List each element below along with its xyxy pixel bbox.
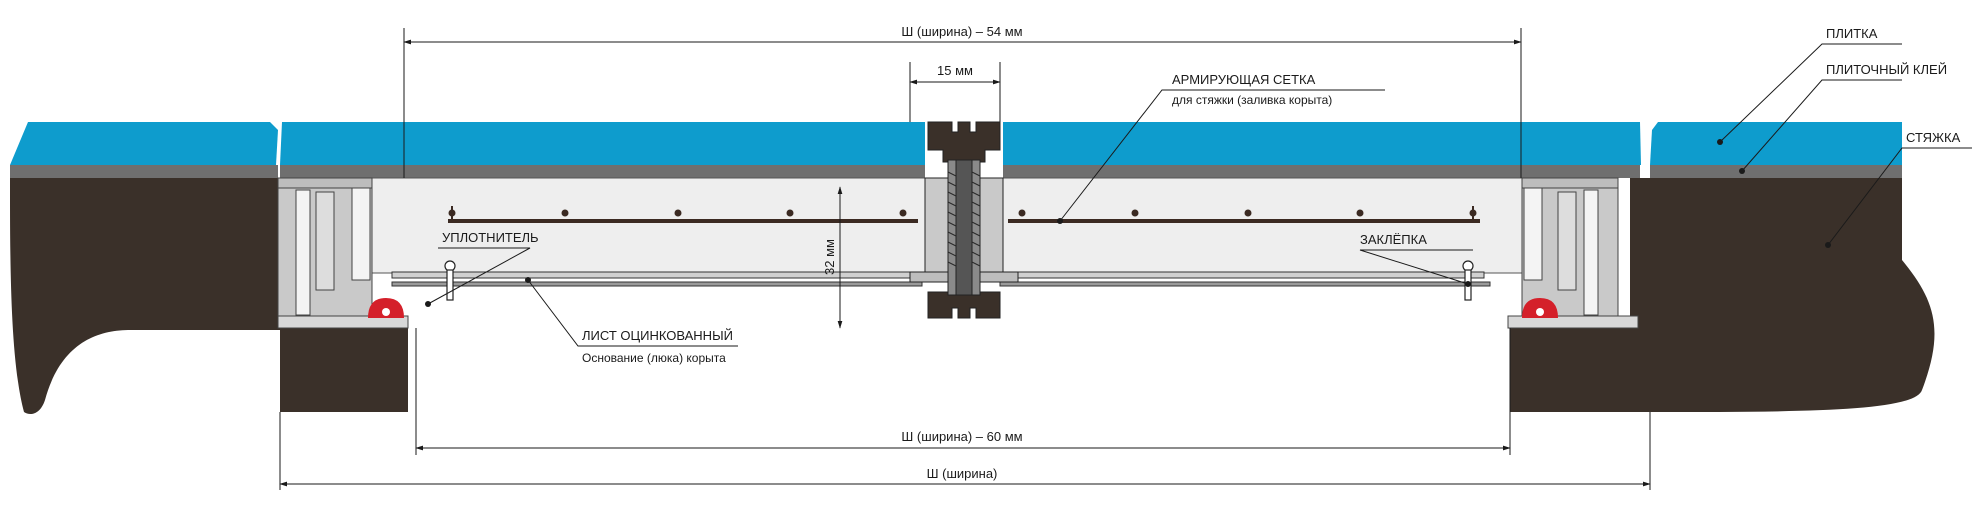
screed-label: СТЯЖКА xyxy=(1906,130,1961,145)
bottom-width-dimension: Ш (ширина) – 60 мм xyxy=(901,429,1022,444)
reinforcing-mesh xyxy=(448,206,1480,223)
sheet-note: Основание (люка) корыта xyxy=(582,351,726,365)
total-width-dimension: Ш (ширина) xyxy=(927,466,998,481)
dimension-lines xyxy=(279,28,1651,490)
screed-layer xyxy=(10,178,1935,415)
arrow-icon xyxy=(425,139,1831,307)
leader-lines xyxy=(427,43,1972,347)
top-width-dimension: Ш (ширина) – 54 мм xyxy=(901,24,1022,39)
bolt-icon xyxy=(909,121,1019,319)
adhesive-layer xyxy=(10,165,1902,178)
left-frame-profile xyxy=(277,177,409,329)
seal-label: УПЛОТНИТЕЛЬ xyxy=(442,230,539,245)
tile-layer xyxy=(10,122,1902,165)
adhesive-label: ПЛИТОЧНЫЙ КЛЕЙ xyxy=(1826,62,1947,77)
seal-icon xyxy=(368,298,1558,318)
gap-dimension: 15 мм xyxy=(937,63,973,78)
height-dimension: 32 мм xyxy=(822,239,837,275)
sheet-label: ЛИСТ ОЦИНКОВАННЫЙ xyxy=(582,328,733,343)
mesh-label: АРМИРУЮЩАЯ СЕТКА xyxy=(1172,72,1316,87)
rivet-label: ЗАКЛЁПКА xyxy=(1360,232,1427,247)
mesh-note: для стяжки (заливка корыта) xyxy=(1172,93,1332,107)
tile-label: ПЛИТКА xyxy=(1826,26,1878,41)
